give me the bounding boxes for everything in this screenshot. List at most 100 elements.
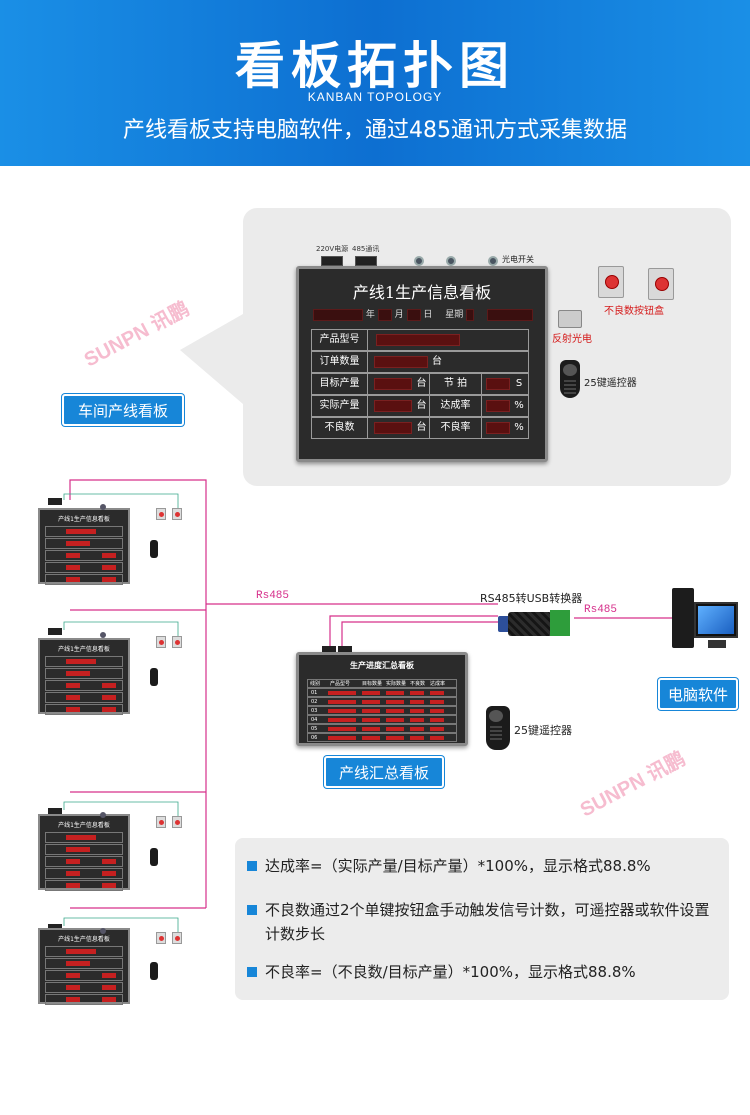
cell-unit: 台 [414, 374, 430, 394]
small-board-title: 产线1生产信息看板 [58, 646, 110, 653]
cell-label: 订单数量 [312, 352, 368, 372]
cell-unit: % [514, 422, 524, 433]
workshop-board-tag: 车间产线看板 [62, 394, 184, 426]
sensor-label: 光电开关 [502, 255, 534, 264]
page-title: 看板拓扑图 [235, 37, 515, 95]
header-banner: 看板拓扑图 KANBAN TOPOLOGY 产线看板支持电脑软件，通过485通讯… [0, 0, 750, 166]
comm-label: 485通讯 [352, 245, 380, 253]
sensor-port-icon [414, 256, 424, 266]
button-icon [172, 636, 182, 648]
sensor-port-icon [488, 256, 498, 266]
plug-icon [48, 498, 62, 505]
led-display [486, 400, 510, 412]
monitor-stand [708, 640, 726, 648]
cell-label: 达成率 [430, 396, 482, 416]
summary-row: 05 [307, 724, 457, 733]
monitor-icon [694, 602, 738, 638]
led-week [466, 308, 475, 321]
cell-unit: 台 [414, 418, 430, 438]
remote-control-icon [560, 360, 580, 398]
remote-icon [150, 540, 158, 558]
plug-icon [338, 646, 352, 653]
note-item: 达成率=（实际产量/目标产量）*100%，显示格式88.8% [247, 854, 713, 878]
header-cell: 不良数 [410, 681, 426, 687]
button-icon [172, 816, 182, 828]
small-board-title: 产线1生产信息看板 [58, 936, 110, 943]
summary-row: 06 [307, 733, 457, 742]
remote-control-icon [486, 706, 510, 750]
cell-label: 节 拍 [430, 374, 482, 394]
converter-label: RS485转USB转换器 [480, 592, 583, 605]
power-label: 220V电源 [316, 245, 349, 253]
notes-panel: 达成率=（实际产量/目标产量）*100%，显示格式88.8% 不良数通过2个单键… [235, 838, 729, 1000]
row-id: 02 [311, 699, 318, 705]
remote-icon [150, 962, 158, 980]
cell-label: 不良率 [430, 418, 482, 438]
reflect-label: 反射光电 [552, 334, 592, 345]
push-button-icon [648, 268, 674, 300]
summary-table: 线别 产品型号 目标数量 实际数量 不良数 达成率 01 02 03 04 05… [307, 679, 457, 742]
button-icon [156, 508, 166, 520]
week-label: 星期 [445, 310, 464, 320]
plug-icon [48, 924, 62, 931]
small-board: 产线1生产信息看板 [38, 508, 130, 585]
sensor-icon [100, 812, 106, 818]
led-day [406, 308, 421, 321]
cell-unit: 台 [432, 356, 442, 367]
row-id: 01 [311, 690, 318, 696]
remote-icon [150, 668, 158, 686]
header-cell: 目标数量 [362, 681, 383, 687]
board-title: 产线1生产信息看板 [352, 283, 492, 302]
usb-converter-icon [498, 608, 574, 638]
button-icon [172, 508, 182, 520]
header-cell: 实际数量 [386, 681, 407, 687]
header-cell: 产品型号 [330, 681, 351, 687]
board-date-row: 年 月 日 星期 [313, 307, 535, 321]
cell-unit: % [514, 400, 524, 411]
cell-label: 产品型号 [312, 330, 368, 350]
sensor-icon [100, 632, 106, 638]
led-display [486, 378, 510, 390]
led-display [376, 334, 460, 346]
row-order: 订单数量 台 [311, 351, 529, 373]
row-id: 04 [311, 717, 318, 723]
summary-board-tag: 产线汇总看板 [324, 756, 444, 788]
production-board: 产线1生产信息看板 年 月 日 星期 产品型号 订单数量 台 目标产量 台 节 … [296, 266, 548, 462]
small-board: 产线1生产信息看板 [38, 638, 130, 715]
page-description: 产线看板支持电脑软件，通过485通讯方式采集数据 [123, 118, 627, 143]
sensor-port-icon [446, 256, 456, 266]
led-display [374, 422, 412, 434]
header-cell: 线别 [310, 681, 321, 687]
row-id: 06 [311, 735, 318, 741]
year-label: 年 [365, 310, 375, 320]
button-icon [172, 932, 182, 944]
cell-label: 实际产量 [312, 396, 368, 416]
sensor-icon [100, 504, 106, 510]
month-label: 月 [394, 310, 404, 320]
led-year [313, 308, 363, 321]
comm-plug: 485通讯 [352, 244, 379, 266]
summary-row: 01 [307, 688, 457, 697]
summary-board: 生产进度汇总看板 线别 产品型号 目标数量 实际数量 不良数 达成率 01 02… [296, 652, 468, 746]
remote-label: 25键遥控器 [584, 378, 637, 389]
rs485-label: Rs485 [256, 590, 290, 602]
button-icon [156, 816, 166, 828]
pc-software-tag: 电脑软件 [658, 678, 738, 710]
led-display [486, 422, 510, 434]
plug-icon [48, 808, 62, 815]
cell-unit: S [515, 378, 523, 389]
header-cell: 达成率 [430, 681, 446, 687]
day-label: 日 [423, 310, 433, 320]
board-table: 产品型号 订单数量 台 目标产量 台 节 拍 S 实际产量 台 达成率 % 不良… [311, 329, 529, 439]
power-plug: 220V电源 [316, 244, 348, 266]
small-board-title: 产线1生产信息看板 [58, 822, 110, 829]
small-board-title: 产线1生产信息看板 [58, 516, 110, 523]
button-icon [156, 636, 166, 648]
callout-pointer [180, 310, 250, 410]
cell-unit: 台 [414, 396, 430, 416]
button-icon [156, 932, 166, 944]
led-month [377, 308, 392, 321]
rj45-port-icon [354, 256, 377, 266]
small-board: 产线1生产信息看板 [38, 928, 130, 1005]
pc-tower-icon [672, 588, 694, 648]
